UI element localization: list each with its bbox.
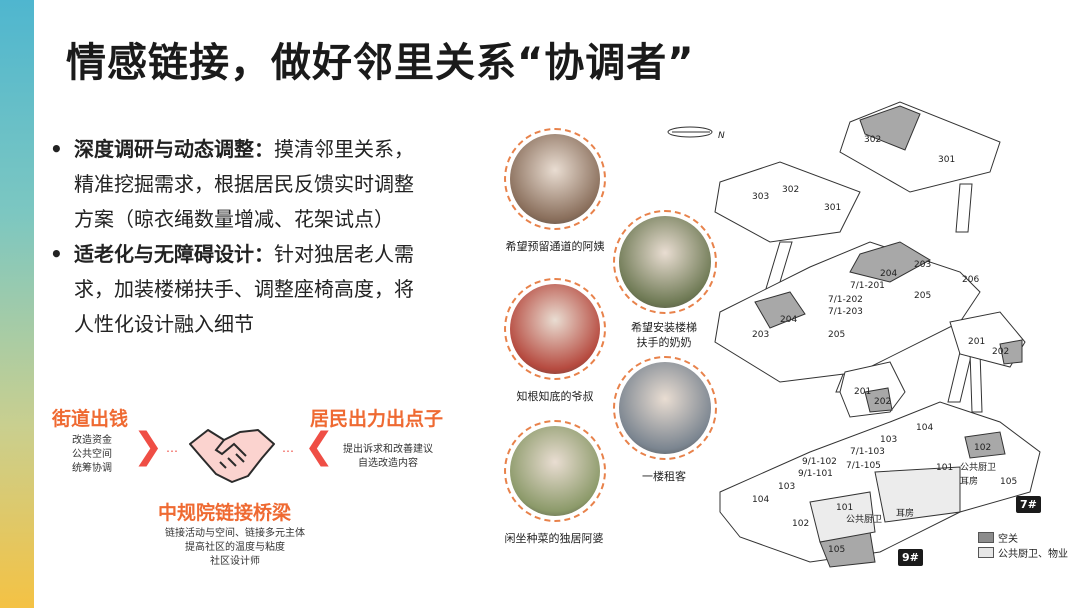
bullet-dot-icon: • [50,242,63,266]
bullet-item: • 适老化与无障碍设计：针对独居老人需 求，加装楼梯扶手、调整座椅高度，将 人性… [50,237,470,342]
photo-caption: 希望安装楼梯 扶手的奶奶 [631,321,697,349]
handshake-icon [189,429,275,483]
dotted-arrow-icon: ⋯ [166,444,178,458]
legend-item: 公共厨卫、物业 [978,545,1068,560]
svg-text:耳房: 耳房 [896,507,914,519]
resident-photo [504,128,606,230]
photo-caption: 一楼租客 [642,470,686,483]
svg-text:102: 102 [974,443,991,453]
building-axonometric-map: N 302 301 303 302 301 204 203 7/1-201 7/… [660,92,1080,582]
street-funding-title: 街道出钱 [52,408,129,430]
svg-text:耳房: 耳房 [960,475,978,487]
compass-label: N [718,131,725,141]
resident-photo [504,420,606,522]
bullet-line: 精准挖掘需求，根据居民反馈实时调整 [74,172,414,196]
svg-text:203: 203 [914,260,931,270]
svg-text:105: 105 [828,545,845,555]
svg-text:201: 201 [854,387,871,397]
svg-text:7/1-202: 7/1-202 [828,295,863,305]
bullet-heading: 适老化与无障碍设计： [74,242,274,266]
svg-text:7/1-201: 7/1-201 [850,281,885,291]
legend-item: 空关 [978,530,1018,545]
svg-text:302: 302 [782,185,799,195]
caupd-bridge-items: 链接活动与空间、链接多元主体 提高社区的温度与粘度 社区设计师 [165,528,305,567]
page-title: 情感链接，做好邻里关系“协调者” [66,40,695,86]
bullet-list: • 深度调研与动态调整：摸清邻里关系， 精准挖掘需求，根据居民反馈实时调整 方案… [50,132,470,342]
photo-caption: 闲坐种菜的独居阿婆 [504,532,604,545]
bullet-dot-icon: • [50,137,63,161]
bullet-line: 摸清邻里关系， [274,137,414,161]
bullet-line: 针对独居老人需 [274,242,414,266]
residents-items: 提出诉求和改善建议 自选改造内容 [343,444,433,469]
svg-text:301: 301 [824,203,841,213]
building-tag: 9# [898,549,923,566]
svg-text:9/1-101: 9/1-101 [798,469,833,479]
photo-caption: 希望预留通道的阿姨 [505,240,605,253]
bullet-heading: 深度调研与动态调整： [74,137,274,161]
resident-photo [613,356,717,460]
svg-text:9/1-102: 9/1-102 [802,457,837,467]
svg-text:303: 303 [752,192,769,202]
street-funding-items: 改造资金 公共空间 统筹协调 [72,435,112,474]
svg-text:7/1-103: 7/1-103 [850,447,885,457]
svg-text:101: 101 [936,463,953,473]
svg-text:302: 302 [864,135,881,145]
svg-text:203: 203 [752,330,769,340]
svg-text:204: 204 [780,315,797,325]
svg-text:202: 202 [992,347,1009,357]
svg-text:7/1-105: 7/1-105 [846,461,881,471]
svg-text:205: 205 [828,330,845,340]
svg-text:7/1-203: 7/1-203 [828,307,863,317]
resident-photo [613,210,717,314]
svg-text:204: 204 [880,269,897,279]
svg-text:105: 105 [1000,477,1017,487]
photo-caption: 知根知底的爷叔 [516,390,594,403]
bullet-line: 人性化设计融入细节 [74,312,254,336]
svg-text:104: 104 [916,423,933,433]
svg-text:公共厨卫: 公共厨卫 [846,514,882,525]
svg-text:301: 301 [938,155,955,165]
floor-plan-drawing: N 302 301 303 302 301 204 203 7/1-201 7/… [667,101,1041,568]
side-accent-bar [0,0,34,608]
bullet-line: 方案（晾衣绳数量增减、花架试点） [74,207,394,231]
svg-text:103: 103 [778,482,795,492]
bullet-line: 求，加装楼梯扶手、调整座椅高度，将 [74,277,414,301]
chevron-right-icon: ❯ [133,426,164,467]
svg-text:202: 202 [874,397,891,407]
building-tag: 7# [1016,496,1041,513]
dotted-arrow-icon: ⋯ [282,444,294,458]
caupd-bridge-title: 中规院链接桥梁 [158,502,292,524]
legend-swatch [978,532,994,543]
svg-text:104: 104 [752,495,769,505]
residents-title: 居民出力出点子 [310,408,444,430]
chevron-left-icon: ❮ [304,426,335,467]
legend-swatch [978,547,994,558]
svg-text:公共厨卫: 公共厨卫 [960,462,996,473]
svg-text:205: 205 [914,291,931,301]
svg-text:201: 201 [968,337,985,347]
resident-photo [504,278,606,380]
svg-text:102: 102 [792,519,809,529]
bullet-item: • 深度调研与动态调整：摸清邻里关系， 精准挖掘需求，根据居民反馈实时调整 方案… [50,132,470,237]
svg-text:103: 103 [880,435,897,445]
svg-text:101: 101 [836,503,853,513]
svg-text:206: 206 [962,275,979,285]
